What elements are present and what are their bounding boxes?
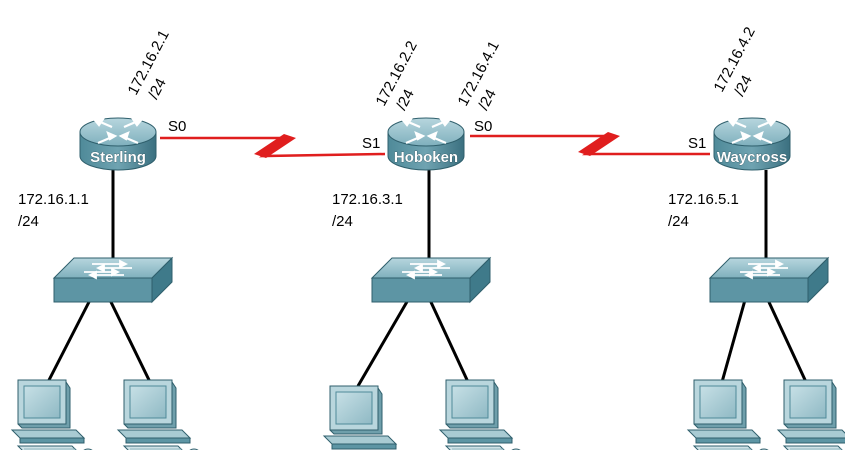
router-name: Sterling — [90, 149, 146, 166]
wan-label-hoboken-s0: 172.16.4.1 /24 — [455, 38, 503, 113]
wan-label-waycross-s1: 172.16.4.2 /24 — [711, 24, 759, 99]
ethernet-link-switch3-pc6 — [766, 299, 808, 383]
ethernet-link-switch3-pc5 — [720, 299, 747, 383]
router-name: Hoboken — [394, 149, 458, 166]
port-label-waycross-s1: S1 — [688, 135, 706, 152]
lan-mask-sterling: /24 — [18, 213, 39, 230]
router-name: Waycross — [717, 149, 787, 166]
port-label-hoboken-s0: S0 — [474, 118, 492, 135]
ethernet-link-switch1-pc2 — [108, 299, 152, 383]
port-label-sterling-s0: S0 — [168, 118, 186, 135]
pc-icon[interactable] — [687, 379, 770, 450]
wan-label-sterling-s0: 172.16.2.1 /24 — [125, 27, 173, 102]
lan-ip-sterling: 172.16.1.1 — [18, 191, 89, 208]
ethernet-link-switch2-pc4 — [428, 299, 470, 383]
switch-icon[interactable] — [53, 257, 173, 303]
lan-ip-waycross: 172.16.5.1 — [668, 191, 739, 208]
port-label-hoboken-s1: S1 — [362, 135, 380, 152]
pc-icon[interactable] — [11, 379, 94, 450]
lan-mask-hoboken: /24 — [332, 213, 353, 230]
pc-icon[interactable] — [323, 385, 406, 450]
switch-icon[interactable] — [371, 257, 491, 303]
wan-label-hoboken-s1: 172.16.2.2 /24 — [373, 38, 421, 113]
pc-icon[interactable] — [439, 379, 522, 450]
switch-icon[interactable] — [709, 257, 829, 303]
serial-bolt-hoboken-waycross — [578, 132, 620, 156]
lan-ip-hoboken: 172.16.3.1 — [332, 191, 403, 208]
router-sterling[interactable]: Sterling — [78, 116, 158, 172]
router-waycross[interactable]: Waycross — [712, 116, 792, 172]
serial-bolt-sterling-hoboken — [254, 134, 296, 158]
ethernet-link-switch2-pc3 — [356, 299, 410, 387]
router-hoboken[interactable]: Hoboken — [386, 116, 466, 172]
ethernet-link-switch1-pc1 — [46, 299, 92, 383]
lan-mask-waycross: /24 — [668, 213, 689, 230]
pc-icon[interactable] — [777, 379, 845, 450]
pc-icon[interactable] — [117, 379, 200, 450]
